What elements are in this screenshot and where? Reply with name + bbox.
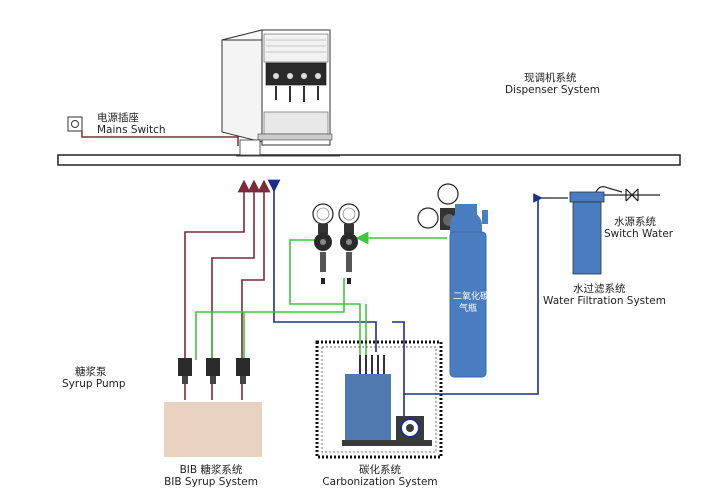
carbonization-frame: [315, 340, 443, 459]
water-source-valve: [604, 188, 660, 202]
bib-syrup-box: [164, 402, 262, 457]
water-filtration-label-cn: 水过滤系统: [573, 283, 626, 295]
water-source-label-en: Switch Water: [604, 228, 674, 240]
syrup-pumps: [178, 358, 250, 384]
water-filtration-label-en: Water Filtration System: [543, 295, 666, 307]
water-filter: [569, 186, 623, 275]
carbonization-label-cn: 碳化系统: [359, 464, 401, 476]
co2-regulators: [312, 203, 360, 284]
co2-lines: [195, 231, 447, 360]
dispenser-label-cn: 现调机系统: [524, 72, 577, 84]
mains-cable: [81, 131, 239, 146]
mains-socket: [67, 116, 83, 132]
bib-label-cn: BIB 糖浆系统: [179, 464, 243, 476]
countertop: [57, 154, 681, 166]
carbonization-label-en: Carbonization System: [322, 476, 438, 488]
co2-tank: [449, 204, 488, 378]
syrup-lines: [184, 179, 271, 400]
co2-tank-label-line1: 二氧化碳: [453, 292, 490, 302]
syrup-pump-label-en: Syrup Pump: [62, 378, 126, 390]
dispenser-machine: [221, 29, 340, 157]
carbonator: [342, 355, 432, 446]
mains-label-cn: 电源插座: [97, 112, 139, 124]
tank-regulator: [417, 183, 459, 230]
water-to-dispenser: [267, 179, 377, 352]
dispenser-label-en: Dispenser System: [505, 84, 600, 96]
bib-label-en: BIB Syrup System: [164, 476, 258, 488]
co2-tank-label-line2: 气瓶: [458, 304, 477, 314]
water-filter-to-pump: [403, 198, 539, 416]
syrup-pump-label-cn: 糖浆泵: [75, 366, 107, 378]
water-pump: [396, 416, 424, 440]
mains-label-en: Mains Switch: [97, 124, 166, 136]
water-source-label-cn: 水源系统: [614, 216, 656, 228]
